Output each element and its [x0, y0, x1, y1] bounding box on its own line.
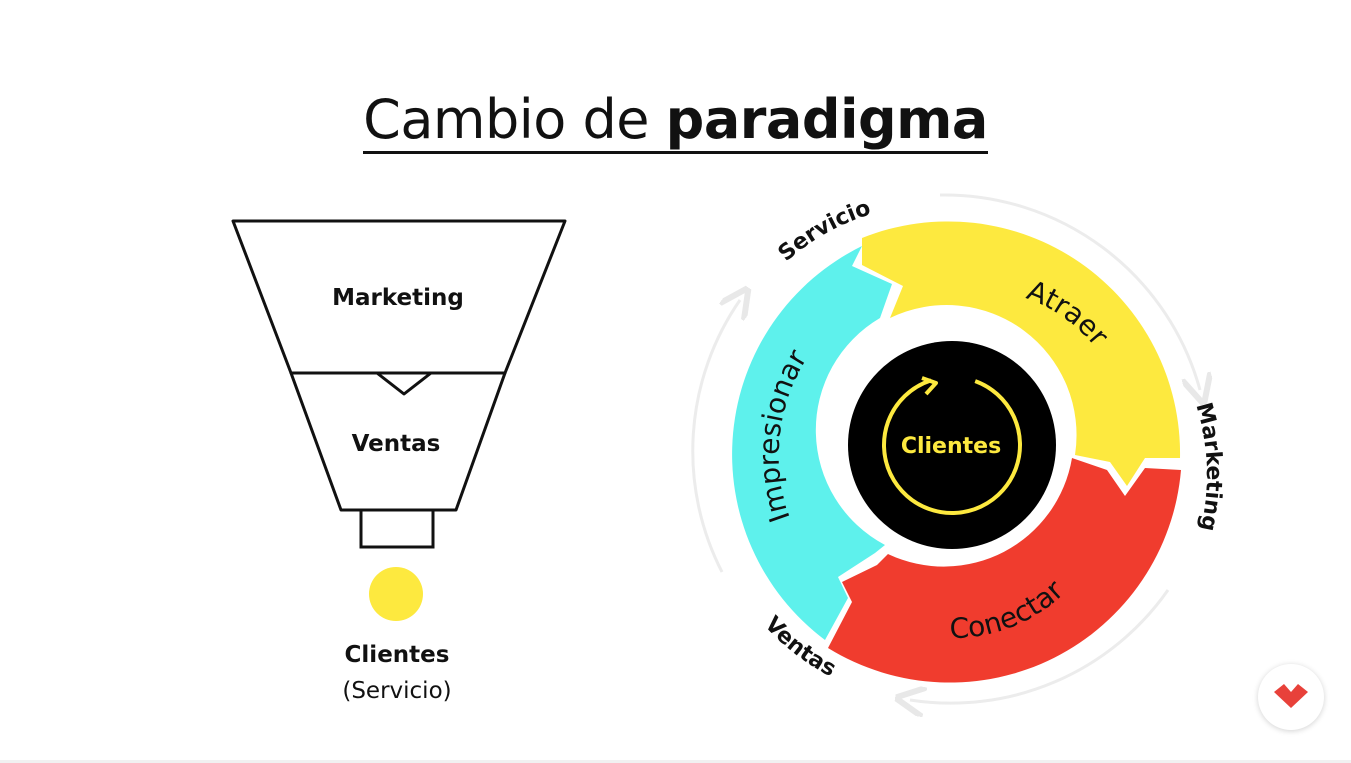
center-arrow-icon	[921, 376, 938, 396]
segment-atraer	[862, 221, 1181, 486]
center-cycle-ring	[882, 375, 1022, 516]
title-regular: Cambio de	[363, 88, 649, 151]
center-clientes-label: Clientes	[901, 434, 1001, 459]
clientes-dot	[369, 567, 423, 621]
servicio-label: Servicio	[774, 196, 874, 267]
outer-arrow-left	[691, 300, 740, 573]
marketing-label: Marketing	[1190, 400, 1226, 533]
segment-conectar	[828, 458, 1181, 683]
page-title: Cambio de paradigma	[0, 88, 1351, 154]
title-bold: paradigma	[665, 88, 989, 151]
flywheel-diagram: Clientes Atraer Conectar Impresionar Ser…	[691, 193, 1226, 703]
funnel-marketing-label: Marketing	[332, 285, 464, 311]
funnel-servicio-sublabel: (Servicio)	[342, 678, 451, 704]
brand-logo[interactable]	[1258, 664, 1324, 730]
brand-logo-icon	[1274, 684, 1308, 708]
funnel-clientes-label: Clientes	[345, 642, 450, 668]
flywheel-center	[848, 341, 1056, 549]
funnel-diagram: Marketing Ventas Clientes (Servicio)	[231, 219, 567, 704]
marketing-label-text: Marketing	[1190, 400, 1226, 533]
funnel-ventas-label: Ventas	[352, 431, 441, 457]
servicio-label-text: Servicio	[774, 196, 874, 267]
outer-arrow-bottom	[910, 589, 1170, 703]
segment-impresionar	[732, 246, 892, 640]
bottom-divider	[0, 760, 1351, 763]
funnel-spout	[359, 508, 435, 549]
outer-arrow-top-right	[939, 193, 1200, 390]
